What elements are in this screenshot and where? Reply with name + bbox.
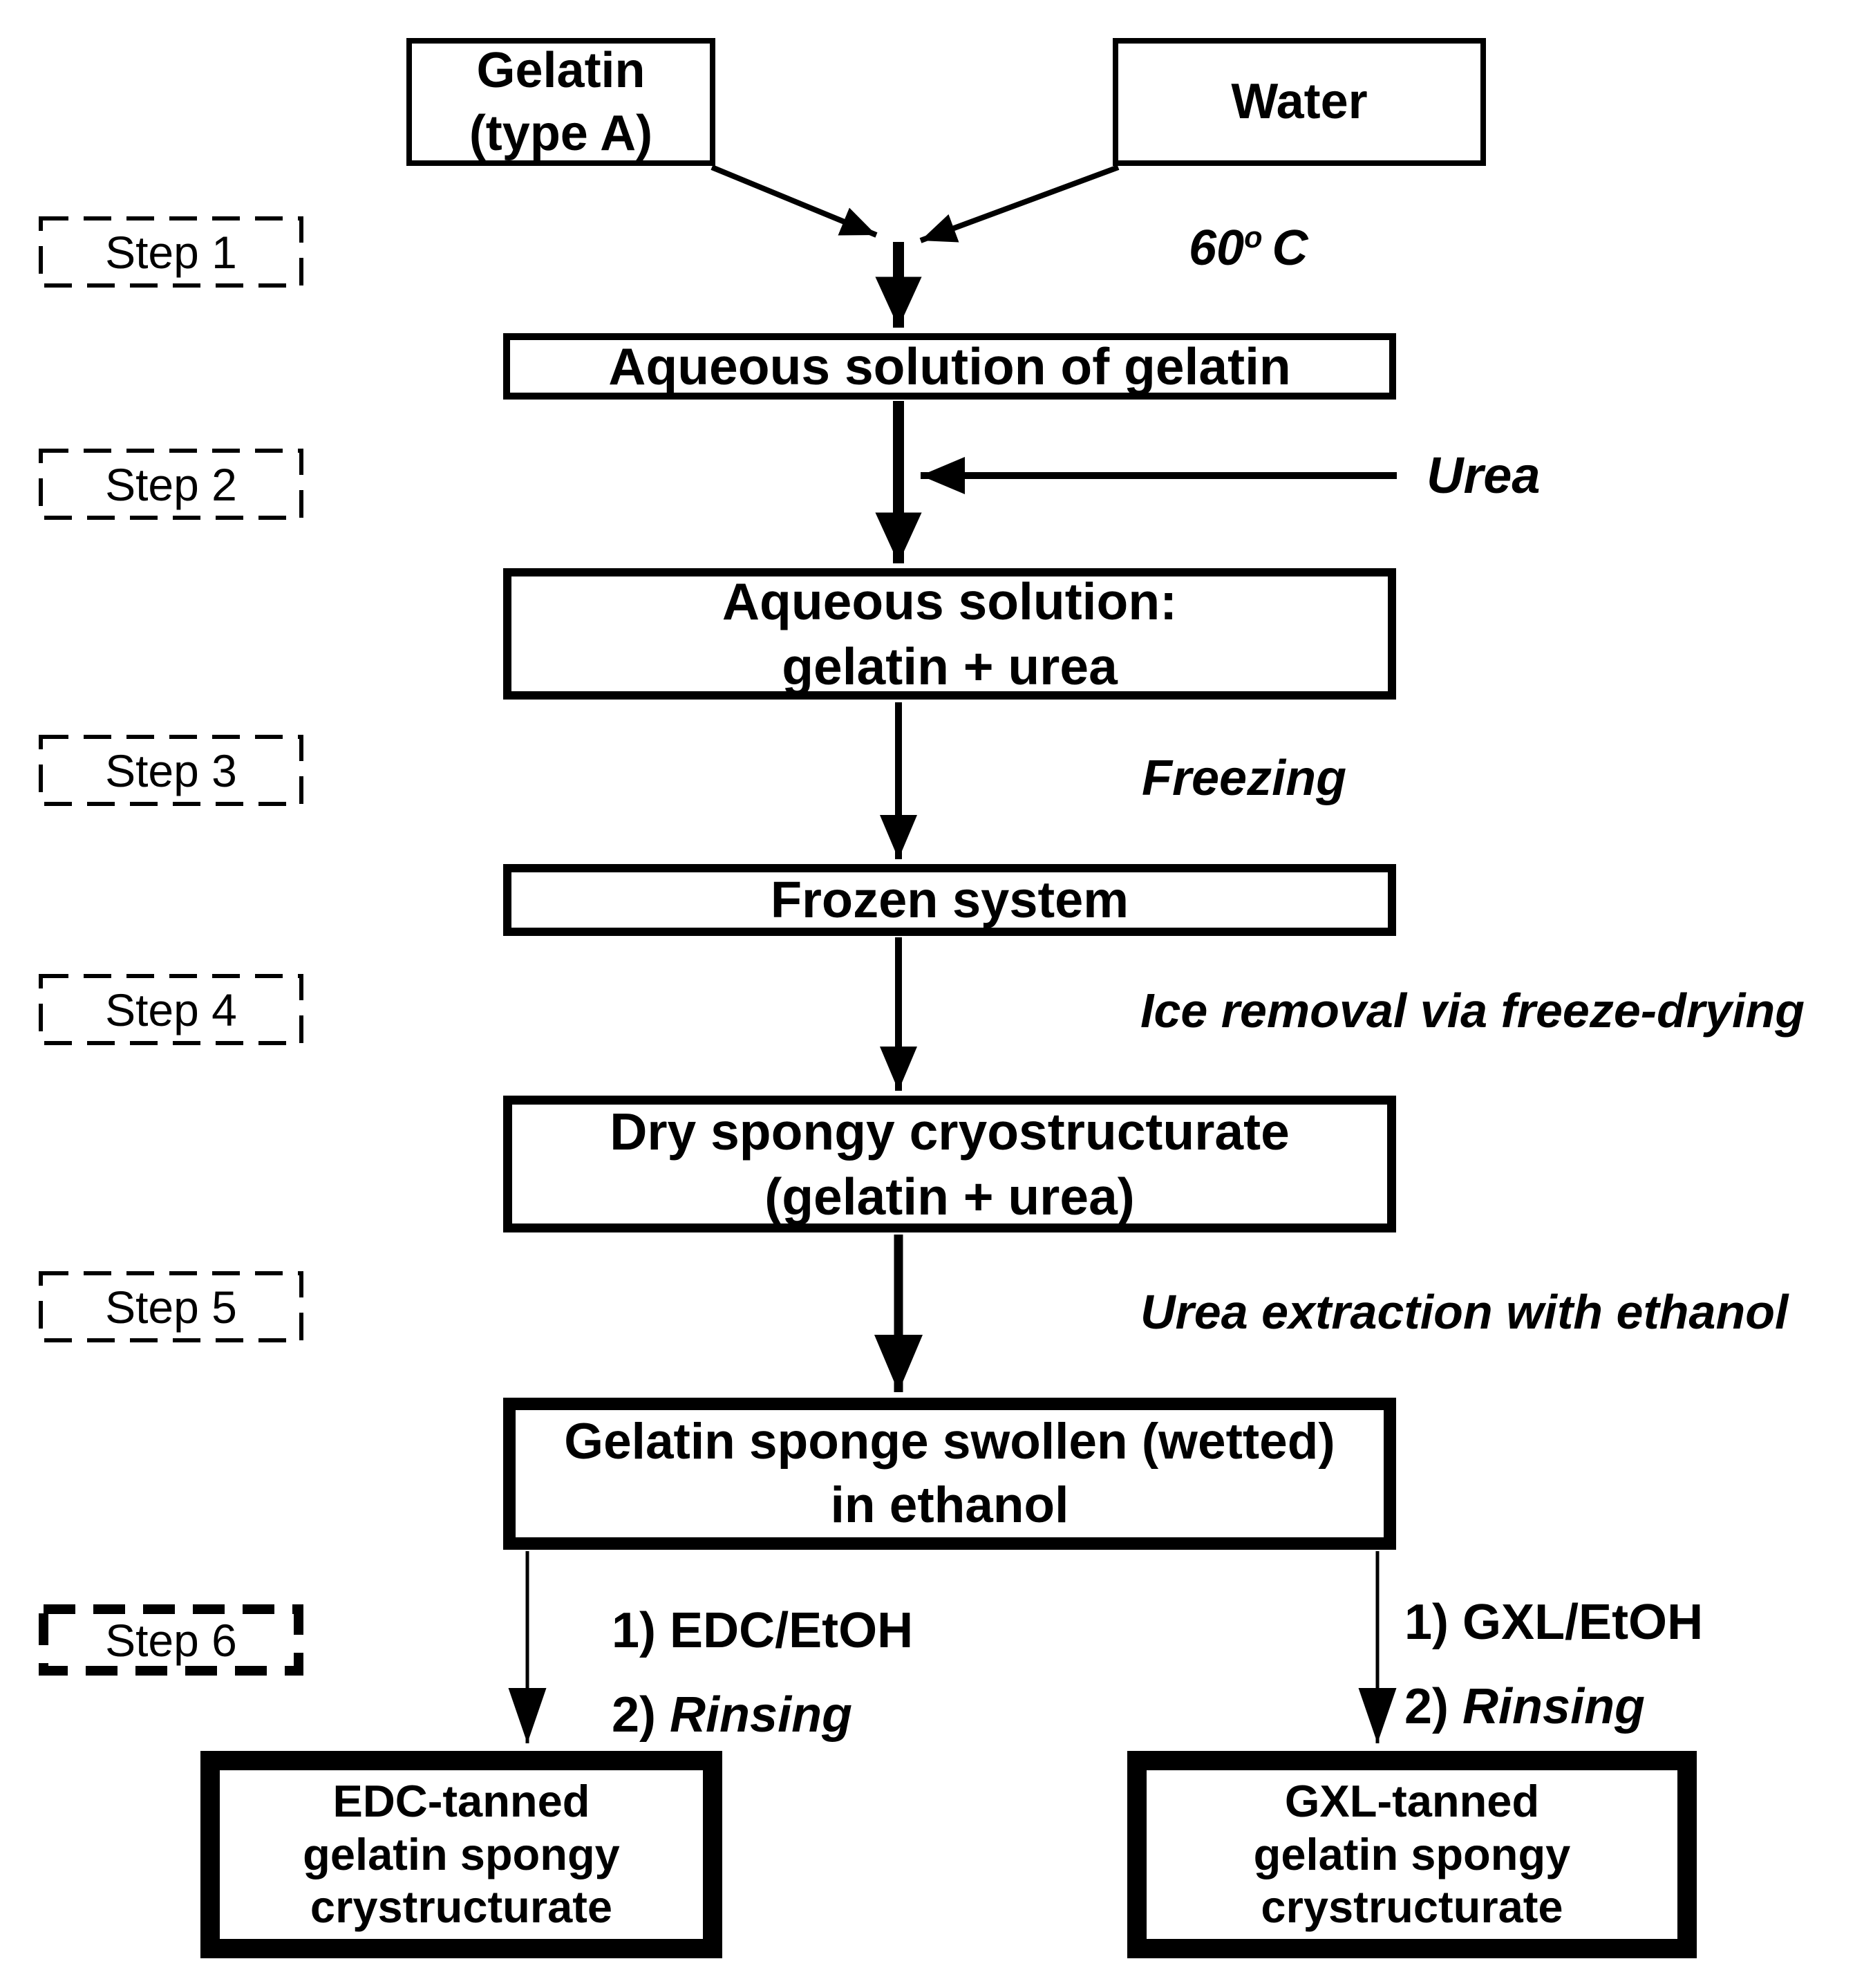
- annotation-freezing: Freezing: [1142, 751, 1347, 806]
- node-dry-line2: (gelatin + urea): [764, 1168, 1135, 1226]
- node-edc-line3: crystructurate: [310, 1882, 613, 1933]
- annotation-urea-feed: Urea: [1427, 447, 1541, 504]
- node-gelatin: Gelatin (type A): [406, 38, 715, 166]
- step-5-dashed-border: [39, 1271, 303, 1342]
- step-2-text: Step 2: [105, 458, 237, 510]
- node-aq1-label: Aqueous solution of gelatin: [608, 337, 1291, 395]
- node-edc-line2: gelatin spongy: [303, 1828, 620, 1879]
- branch-gxl-step2: 2) Rinsing: [1404, 1678, 1703, 1735]
- branch-edc-step1-num: 1): [612, 1603, 657, 1658]
- node-gxl-line2: gelatin spongy: [1253, 1828, 1571, 1879]
- branch-gxl-step2-text: Rinsing: [1462, 1679, 1646, 1734]
- node-gelatin-line2: (type A): [469, 105, 653, 161]
- temperature-unit: C: [1272, 221, 1308, 276]
- node-aq2-line1: Aqueous solution:: [722, 572, 1178, 630]
- step-6-text: Step 6: [105, 1614, 237, 1666]
- node-dry-spongy-cryostructurate: Dry spongy cryostructurate (gelatin + ur…: [503, 1096, 1396, 1232]
- branch-edc-step2-num: 2): [612, 1687, 657, 1743]
- annotation-ice-removal: Ice removal via freeze-drying: [1140, 984, 1805, 1038]
- branch-gxl-step1: 1) GXL/EtOH: [1404, 1594, 1703, 1651]
- node-aq2-line2: gelatin + urea: [782, 637, 1118, 695]
- node-gxl-line1: GXL-tanned: [1284, 1775, 1540, 1826]
- step-2-dashed-border: [39, 449, 303, 520]
- step-4-text: Step 4: [105, 984, 237, 1035]
- annotation-urea-extraction: Urea extraction with ethanol: [1140, 1285, 1789, 1339]
- step-6-dashed-border: [39, 1604, 303, 1676]
- node-frozen-system: Frozen system: [503, 864, 1396, 936]
- node-gxl-line3: crystructurate: [1261, 1882, 1563, 1933]
- branch-gxl-step1-num: 1): [1404, 1595, 1449, 1650]
- temperature-degree-symbol: o: [1244, 221, 1263, 254]
- node-frozen-label: Frozen system: [770, 871, 1129, 929]
- step-4-dashed-border: [39, 974, 303, 1045]
- node-gxl-tanned-product: GXL-tanned gelatin spongy crystructurate: [1127, 1751, 1697, 1958]
- step-2-label-box: Step 2: [38, 448, 304, 521]
- step-1-label-box: Step 1: [38, 216, 304, 288]
- node-water: Water: [1113, 38, 1486, 166]
- node-edc-line1: EDC-tanned: [332, 1775, 590, 1826]
- node-gelatin-sponge-swollen: Gelatin sponge swollen (wetted) in ethan…: [503, 1398, 1396, 1550]
- node-edc-tanned-product: EDC-tanned gelatin spongy crystructurate: [200, 1751, 722, 1958]
- branch-gxl-step2-num: 2): [1404, 1679, 1449, 1734]
- node-aqueous-solution-of-gelatin: Aqueous solution of gelatin: [503, 333, 1396, 400]
- branch-edc-step1: 1) EDC/EtOH: [612, 1602, 913, 1659]
- temperature-value: 60: [1189, 221, 1245, 276]
- arrow-water-to-mix: [919, 165, 1120, 243]
- arrow-gelatin-to-mix: [710, 165, 878, 238]
- branch-edc-step2-text: Rinsing: [670, 1687, 853, 1743]
- node-dry-line1: Dry spongy cryostructurate: [610, 1102, 1290, 1161]
- node-sponge-line1: Gelatin sponge swollen (wetted): [564, 1414, 1335, 1470]
- step-3-label-box: Step 3: [38, 734, 304, 807]
- branch-gxl-step1-text: GXL/EtOH: [1462, 1595, 1704, 1650]
- node-aqueous-solution-gelatin-urea: Aqueous solution: gelatin + urea: [503, 568, 1396, 700]
- branch-edc-step1-text: EDC/EtOH: [670, 1603, 914, 1658]
- step-5-text: Step 5: [105, 1281, 237, 1333]
- node-water-label: Water: [1231, 74, 1368, 130]
- step-1-dashed-border: [39, 216, 303, 288]
- step-1-text: Step 1: [105, 226, 237, 278]
- step-3-dashed-border: [39, 735, 303, 806]
- step-3-text: Step 3: [105, 744, 237, 796]
- node-gelatin-line1: Gelatin: [476, 42, 646, 98]
- branch-edc-treatment: 1) EDC/EtOH 2) Rinsing: [612, 1602, 913, 1771]
- branch-gxl-treatment: 1) GXL/EtOH 2) Rinsing: [1404, 1594, 1703, 1763]
- step-4-label-box: Step 4: [38, 973, 304, 1046]
- branch-edc-step2: 2) Rinsing: [612, 1687, 913, 1743]
- step-5-label-box: Step 5: [38, 1270, 304, 1343]
- node-sponge-line2: in ethanol: [830, 1477, 1069, 1533]
- step-6-label-box: Step 6: [38, 1604, 304, 1676]
